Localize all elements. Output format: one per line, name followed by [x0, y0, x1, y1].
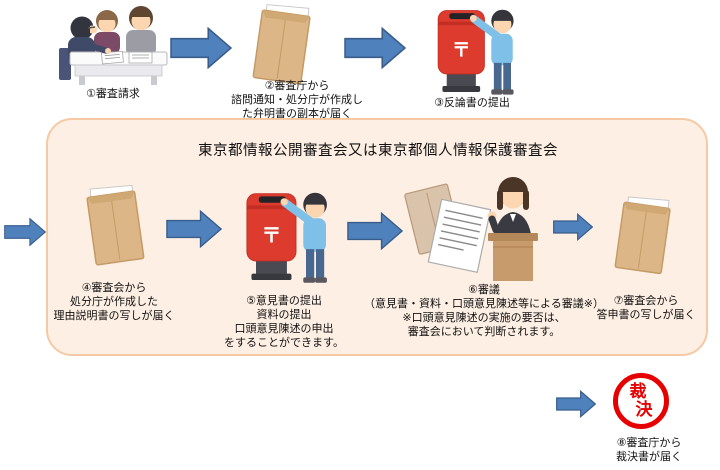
- ruling-stamp: 裁 決: [613, 373, 669, 429]
- step7-line: ⑦審査会から: [613, 295, 679, 307]
- arrow-right-icon: [344, 27, 406, 69]
- step5-line: 資料の提出: [256, 309, 312, 322]
- step8-line: ⑧審査庁から: [616, 437, 682, 449]
- post-mark-glyph: 〒: [261, 225, 281, 247]
- step2-line: ②審査庁から: [264, 80, 330, 92]
- step8-caption: ⑧審査庁から 裁決書が届く: [616, 436, 682, 464]
- stamp-char: 裁: [629, 382, 647, 402]
- step2-line: 諮問通知・処分庁が作成し: [231, 94, 363, 107]
- step7-line: 答申書の写しが届く: [596, 309, 696, 322]
- panel-title: 東京都情報公開審査会又は東京都個人情報保護審査会: [198, 143, 558, 159]
- step1-caption: ①審査請求: [86, 87, 140, 101]
- step8-line: 裁決書が届く: [616, 451, 682, 464]
- step6-line: ⑥審議: [468, 284, 500, 296]
- step4-caption: ④審査会から 処分庁が作成した 理由説明書の写しが届く: [54, 281, 175, 323]
- step1-line: ①審査請求: [86, 88, 140, 100]
- deliberation-podium-illustration: [404, 177, 538, 281]
- envelope-icon: [252, 4, 311, 85]
- step5-line: ⑤意見書の提出: [246, 295, 322, 307]
- post-mark-glyph: 〒: [452, 39, 471, 60]
- post-box-mailing-illustration: 〒: [246, 192, 327, 283]
- step6-line: 審査会において判断されます。: [407, 326, 561, 339]
- step4-line: 処分庁が作成した: [70, 296, 158, 309]
- arrow-right-icon: [4, 217, 46, 247]
- arrow-right-icon: [553, 213, 593, 241]
- arrow-right-icon: [170, 27, 232, 69]
- step6-line: ※口頭意見陳述の実施の要否は、: [402, 312, 566, 325]
- stamp-char: 決: [635, 400, 653, 419]
- consultation-desk-illustration: [59, 6, 168, 85]
- step2-line: た弁明書の副本が届く: [242, 108, 352, 121]
- arrow-right-icon: [166, 210, 222, 248]
- step5-line: をすることができます。: [224, 337, 344, 350]
- step3-caption: ③反論書の提出: [434, 96, 510, 110]
- envelope-icon: [614, 196, 671, 275]
- post-box-mailing-illustration: 〒: [437, 9, 514, 95]
- arrow-right-icon: [347, 212, 403, 250]
- step4-line: 理由説明書の写しが届く: [53, 310, 175, 323]
- step6-line: （意見書・資料・口頭意見陳述等による審議※）: [364, 298, 604, 311]
- step6-caption: ⑥審議 （意見書・資料・口頭意見陳述等による審議※） ※口頭意見陳述の実施の要否…: [364, 283, 604, 339]
- step7-caption: ⑦審査会から 答申書の写しが届く: [597, 294, 696, 322]
- step2-caption: ②審査庁から 諮問通知・処分庁が作成し た弁明書の副本が届く: [231, 79, 363, 121]
- envelope-icon: [86, 184, 145, 266]
- step3-line: ③反論書の提出: [434, 97, 510, 109]
- step5-caption: ⑤意見書の提出 資料の提出 口頭意見陳述の申出 をすることができます。: [224, 294, 344, 350]
- arrow-right-icon: [556, 390, 596, 418]
- step4-line: ④審査会から: [81, 282, 147, 294]
- step5-line: 口頭意見陳述の申出: [234, 323, 334, 336]
